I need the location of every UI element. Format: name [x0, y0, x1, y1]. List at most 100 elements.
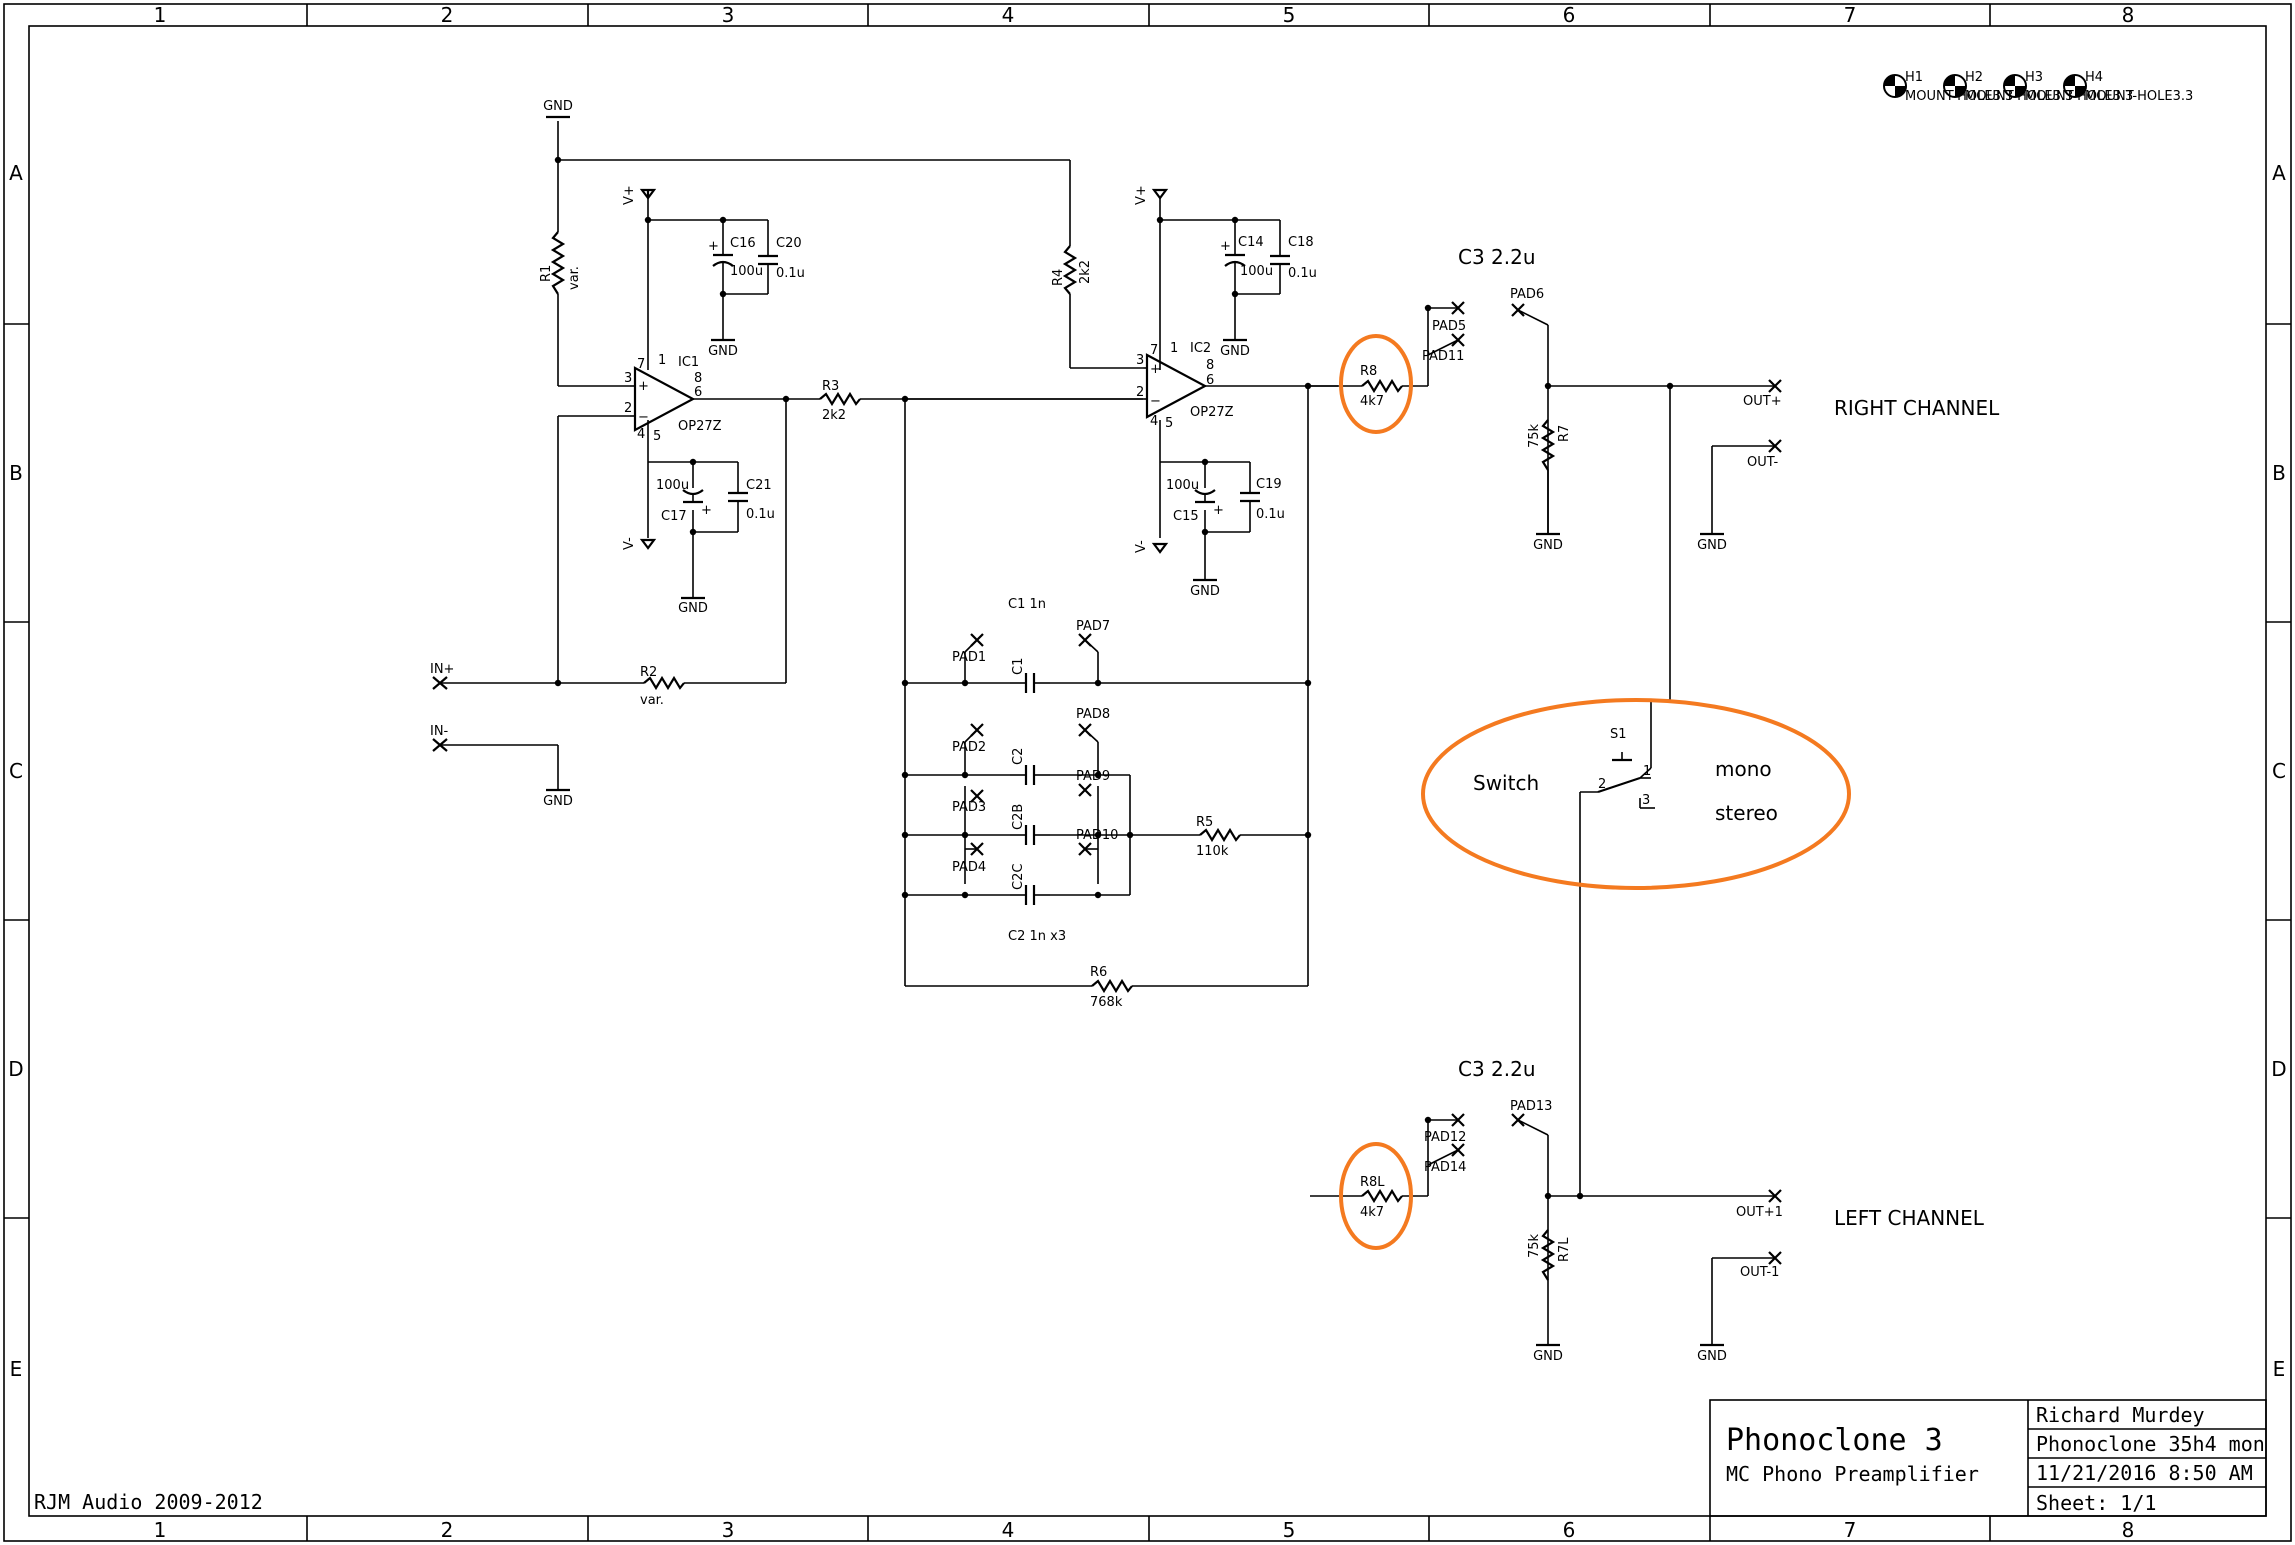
ic2-pin4: 4: [1150, 414, 1158, 429]
r4-value: 2k2: [1078, 260, 1093, 284]
r8l-value: 4k7: [1360, 1205, 1384, 1220]
row-label-c: C: [9, 759, 23, 783]
col-label-7-bottom: 7: [1844, 1518, 1857, 1542]
vplus-label-ic2: V+: [1134, 185, 1149, 205]
pad7-label: PAD7: [1076, 619, 1110, 634]
gnd-label-c16: GND: [708, 344, 738, 359]
c18-ref: C18: [1288, 235, 1314, 250]
row-label-e-right: E: [2273, 1357, 2286, 1381]
r5-ref: R5: [1196, 815, 1213, 830]
gnd-label-r7l: GND: [1533, 1349, 1563, 1364]
vminus-label-ic2: V-: [1134, 540, 1149, 553]
stereo-note: stereo: [1715, 801, 1778, 825]
c3-right-label: C3 2.2u: [1458, 245, 1536, 269]
c16-value: 100u: [730, 264, 763, 279]
capacitor-c2: [1010, 765, 1050, 785]
gnd-label-out-minus1: GND: [1697, 1349, 1727, 1364]
col-label-7: 7: [1844, 3, 1857, 27]
c2-ref: C2: [1011, 748, 1026, 765]
h1-label: H1: [1905, 70, 1923, 85]
gnd-label-c17: GND: [678, 601, 708, 616]
gnd-label-c15: GND: [1190, 584, 1220, 599]
capacitor-c2b: [1010, 825, 1050, 845]
out-minus1-label: OUT-1: [1740, 1265, 1779, 1280]
resistor-r1: [550, 231, 566, 295]
r3-ref: R3: [822, 379, 839, 394]
c3-left-label: C3 2.2u: [1458, 1057, 1536, 1081]
r8l-ref: R8L: [1360, 1175, 1385, 1190]
col-label-2: 2: [441, 3, 454, 27]
pad-5: [1451, 301, 1465, 315]
capacitor-c18: [1270, 254, 1290, 266]
c2c-ref: C2C: [1011, 864, 1026, 890]
switch-s1: S1 1 2 3 Switch mono stereo: [1473, 727, 1778, 825]
pad13-label: PAD13: [1510, 1099, 1552, 1114]
pad4-label: PAD4: [952, 860, 986, 875]
c17-value: 100u: [656, 478, 689, 493]
h3-value: MOUNT-HOLE3.3: [2025, 89, 2133, 104]
col-label-6-bottom: 6: [1563, 1518, 1576, 1542]
ic2-ref: IC2: [1190, 341, 1211, 356]
title-block-date: 11/21/2016 8:50 AM: [2036, 1461, 2253, 1485]
r1-value: var.: [567, 266, 582, 290]
r8-value: 4k7: [1360, 394, 1384, 409]
ic1-pin8: 8: [694, 371, 702, 386]
gnd-label-c14: GND: [1220, 344, 1250, 359]
pad-12: [1451, 1113, 1465, 1127]
mount-hole-h1: [1883, 74, 1907, 98]
ic2-plus: +: [1150, 362, 1161, 377]
opamps: IC1 OP27Z IC2 OP27Z 3 2 + − 7 1 8 6 4 5 …: [624, 341, 1234, 444]
ic2-pin2: 2: [1136, 385, 1144, 400]
h2-label: H2: [1965, 70, 1983, 85]
pad-8: [1078, 723, 1092, 737]
resistor-r7: [1540, 419, 1556, 471]
row-label-a: A: [9, 161, 23, 185]
ic2-pin3: 3: [1136, 353, 1144, 368]
pad-in-plus: [432, 676, 448, 690]
ic1-plus: +: [638, 379, 649, 394]
gnd-label-r7: GND: [1533, 538, 1563, 553]
row-label-c-right: C: [2272, 759, 2286, 783]
c1-note: C1 1n: [1008, 597, 1046, 612]
ic1-pin6: 6: [694, 385, 702, 400]
ic2-pin6: 6: [1206, 373, 1214, 388]
pad5-label: PAD5: [1432, 319, 1466, 334]
r7-ref: R7: [1557, 425, 1572, 442]
pad-in-minus: [432, 738, 448, 752]
pad12-label: PAD12: [1424, 1130, 1466, 1145]
c14-ref: C14: [1238, 235, 1264, 250]
row-label-b-right: B: [2272, 461, 2286, 485]
ic1-pin1: 1: [658, 353, 666, 368]
pad-6: [1511, 303, 1525, 317]
h4-label: H4: [2085, 70, 2103, 85]
r7-value: 75k: [1527, 423, 1542, 448]
pad14-label: PAD14: [1424, 1160, 1466, 1175]
c19-ref: C19: [1256, 477, 1282, 492]
pad-10: [1078, 842, 1092, 856]
left-channel-label: LEFT CHANNEL: [1834, 1206, 1985, 1230]
r6-value: 768k: [1090, 995, 1123, 1010]
pad-14: [1451, 1143, 1465, 1157]
col-label-4: 4: [1002, 3, 1015, 27]
row-label-a-right: A: [2272, 161, 2286, 185]
out-plus-label: OUT+: [1743, 394, 1782, 409]
pad-13: [1511, 1113, 1525, 1127]
vplus-arrow-ic2: [1151, 188, 1169, 200]
r2-value: var.: [640, 693, 664, 708]
capacitor-c21: [728, 491, 748, 503]
resistor-r8l: [1361, 1188, 1403, 1204]
r2-ref: R2: [640, 665, 657, 680]
c17-plus: +: [701, 503, 712, 518]
mono-note: mono: [1715, 757, 1772, 781]
title-block-subtitle: MC Phono Preamplifier: [1726, 1462, 1979, 1486]
in-minus-label: IN-: [430, 724, 449, 739]
vminus-arrow-ic1: [639, 538, 657, 550]
h1-value: MOUNT-HOLE3.3: [1905, 89, 2013, 104]
ic1-pin3: 3: [624, 371, 632, 386]
capacitor-c16: [712, 247, 734, 272]
c2b-ref: C2B: [1011, 804, 1026, 830]
ground-symbols: GND GND GND GND GND GND GND GND GND GND: [543, 99, 1727, 1364]
resistor-r7l: [1540, 1229, 1556, 1281]
title-block-sheet: Sheet: 1/1: [2036, 1491, 2156, 1515]
